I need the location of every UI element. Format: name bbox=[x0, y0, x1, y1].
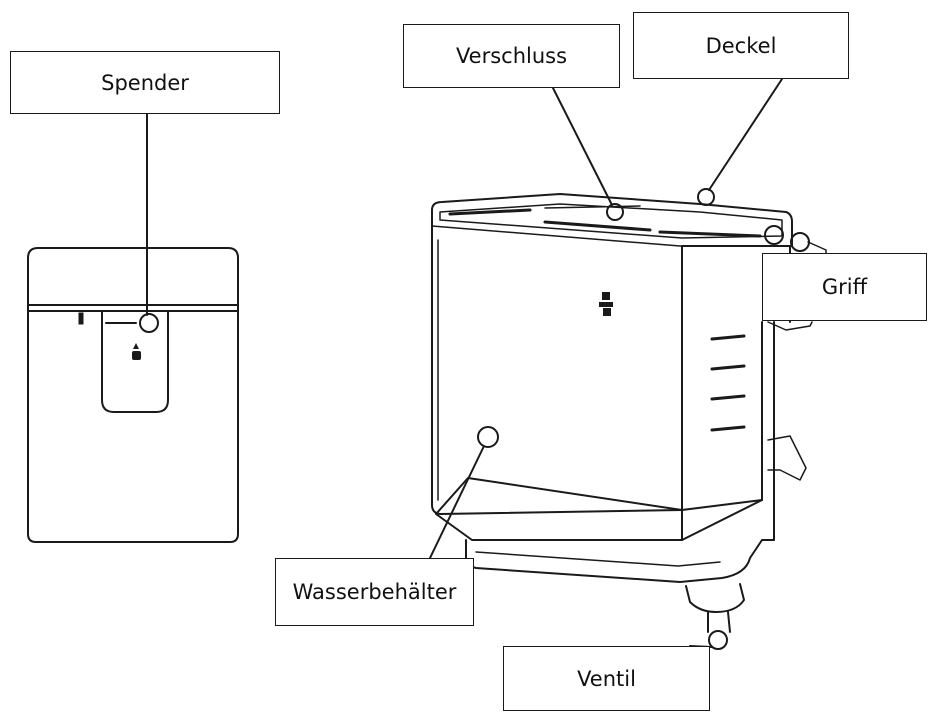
front-view bbox=[27, 247, 239, 543]
front-view-outline bbox=[27, 247, 239, 543]
tank-base-side bbox=[681, 499, 763, 541]
lid-outline bbox=[431, 193, 793, 247]
water-drop-icon bbox=[132, 343, 141, 360]
label-wasserbehaelter: Wasserbehälter bbox=[275, 558, 474, 626]
griff-marker-circle bbox=[764, 225, 784, 245]
side-vent-2 bbox=[710, 364, 746, 371]
deckel-marker-circle bbox=[697, 188, 715, 206]
label-griff: Griff bbox=[762, 253, 927, 321]
label-spender: Spender bbox=[10, 51, 280, 114]
leader-lines bbox=[146, 78, 783, 648]
label-ventil-text: Ventil bbox=[577, 666, 636, 691]
leader-verschluss bbox=[552, 87, 613, 206]
lid-slot-3 bbox=[544, 205, 641, 209]
valve-body bbox=[685, 583, 745, 613]
valve-spout bbox=[707, 611, 731, 633]
label-wasserbehaelter-text: Wasserbehälter bbox=[292, 580, 457, 604]
verschluss-marker-circle bbox=[606, 203, 624, 221]
wasserbehaelter-marker-circle bbox=[477, 426, 499, 448]
side-vent-4 bbox=[710, 425, 746, 432]
label-griff-text: Griff bbox=[821, 275, 868, 299]
tank-side-lower bbox=[681, 321, 763, 511]
tank-base-inner bbox=[475, 551, 721, 567]
lid-slot-1 bbox=[448, 208, 532, 216]
label-deckel: Deckel bbox=[633, 12, 849, 79]
label-deckel-text: Deckel bbox=[705, 33, 777, 58]
lid-slot-2 bbox=[543, 220, 652, 232]
dispenser-recess bbox=[101, 310, 169, 413]
griff-marker-circle-2 bbox=[790, 232, 810, 252]
lid-inner bbox=[439, 203, 783, 239]
tank-base-upper bbox=[435, 477, 683, 541]
lid-slot-4 bbox=[658, 230, 762, 238]
label-spender-text: Spender bbox=[101, 70, 189, 95]
handle-bracket-upper bbox=[767, 321, 813, 331]
handle-arm-top bbox=[807, 241, 827, 254]
ventil-marker-circle bbox=[708, 630, 728, 650]
leader-wasserbehaelter bbox=[429, 445, 485, 559]
tank-front-panel bbox=[431, 225, 683, 515]
spender-marker-circle bbox=[139, 313, 159, 333]
leader-deckel bbox=[708, 78, 783, 191]
label-verschluss: Verschluss bbox=[403, 24, 620, 88]
side-vent-3 bbox=[710, 394, 746, 401]
front-view-tick-mark bbox=[78, 312, 84, 325]
side-vent-1 bbox=[710, 334, 746, 341]
brand-logo-icon bbox=[599, 292, 613, 316]
tank-base bbox=[465, 539, 775, 583]
label-ventil: Ventil bbox=[503, 646, 710, 711]
handle-bracket-lower bbox=[767, 435, 807, 481]
label-verschluss-text: Verschluss bbox=[455, 44, 568, 68]
